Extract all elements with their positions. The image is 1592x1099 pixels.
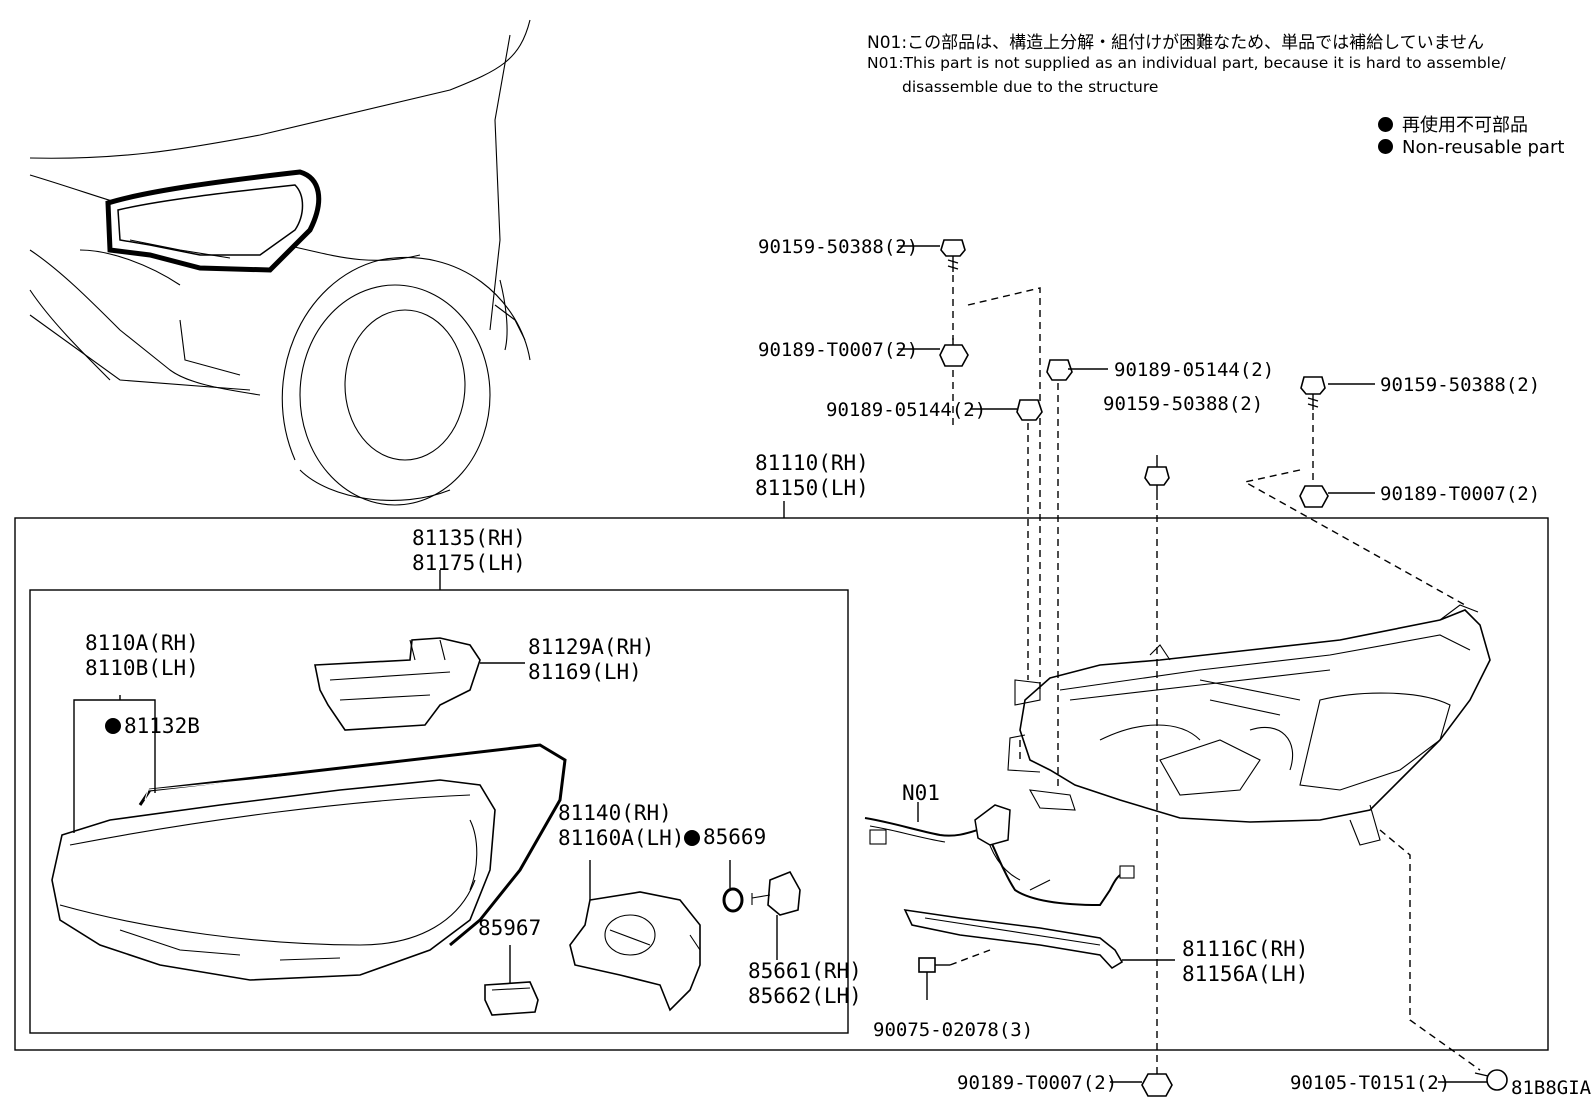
label-clip-right: 90189-05144(2) [1114, 359, 1274, 381]
vehicle-locator-sketch [29, 19, 531, 506]
label-bolt-right: 90159-50388(2) [1380, 374, 1540, 396]
headlamp-lens-drawing [51, 779, 496, 981]
label-clip-left: 90189-05144(2) [826, 399, 986, 421]
label-harness: N01 [902, 781, 940, 805]
note-n01-japanese: N01:この部品は、構造上分解・組付けが困難なため、単品では補給していません [867, 33, 1485, 53]
label-gasket: 81132B [124, 714, 200, 738]
label-unit-rh: 81140(RH) [558, 801, 672, 825]
bulb-drawing [751, 870, 801, 916]
label-nut-top-left: 90189-T0007(2) [758, 339, 918, 361]
housing-subassy-box [29, 589, 849, 1034]
note-n01-english-line1: N01:This part is not supplied as an indi… [867, 54, 1506, 72]
headlamp-assembly-drawing [1007, 604, 1491, 846]
label-garnish-rh: 81116C(RH) [1182, 937, 1308, 961]
clip-left-drawing [1016, 399, 1043, 421]
bolt-top-left-drawing [940, 239, 966, 272]
non-reusable-dot-icon [1378, 117, 1393, 132]
label-assy-lh: 81150(LH) [755, 476, 869, 500]
non-reusable-dot-icon [1378, 139, 1393, 154]
note-n01-english-line2: disassemble due to the structure [902, 78, 1159, 96]
label-unit-lh: 81160A(LH) [558, 826, 684, 850]
label-nut-bottom: 90189-T0007(2) [957, 1072, 1117, 1094]
label-o-ring: 85669 [703, 825, 766, 849]
label-bolt-center: 90159-50388(2) [1103, 393, 1263, 415]
label-bolt-top-left: 90159-50388(2) [758, 236, 918, 258]
garnish-drawing [903, 908, 1124, 970]
label-housing-rh: 81135(RH) [412, 526, 526, 550]
label-bulb-rh: 85661(RH) [748, 959, 862, 983]
label-bulb-lh: 85662(LH) [748, 984, 862, 1008]
gasket-drawing [138, 743, 567, 947]
non-reusable-dot-icon [684, 830, 700, 846]
legend-english-text: Non-reusable part [1402, 137, 1565, 158]
label-socket: 85967 [478, 916, 541, 940]
clip-right-drawing [1046, 359, 1073, 381]
bolt-right-drawing [1300, 376, 1326, 410]
label-screw: 90075-02078(3) [873, 1019, 1033, 1041]
legend-english: Non-reusable part [1378, 137, 1564, 158]
screw-drawing [918, 957, 950, 1000]
vehicle-headlamp-highlight [105, 169, 322, 273]
label-module-rh: 81129A(RH) [528, 635, 654, 659]
figure-code: 81B8GIA [1511, 1077, 1592, 1099]
bolt-center-drawing [1144, 455, 1170, 500]
label-housing-lh: 81175(LH) [412, 551, 526, 575]
label-assy-rh: 81110(RH) [755, 451, 869, 475]
nut-right-drawing [1299, 485, 1329, 508]
label-nut-right: 90189-T0007(2) [1380, 483, 1540, 505]
legend-japanese: 再使用不可部品 [1378, 111, 1528, 137]
label-module-lh: 81169(LH) [528, 660, 642, 684]
label-lens-lh: 8110B(LH) [85, 656, 199, 680]
label-bolt-bottom: 90105-T0151(2) [1290, 1072, 1450, 1094]
nut-top-left-drawing [939, 338, 969, 367]
lamp-unit-drawing [569, 891, 701, 1012]
lamp-module-drawing [314, 637, 481, 731]
label-garnish-lh: 81156A(LH) [1182, 962, 1308, 986]
wire-harness-drawing [864, 804, 1135, 907]
legend-japanese-text: 再使用不可部品 [1402, 115, 1528, 136]
headlamp-assy-box [14, 517, 1549, 1051]
o-ring-drawing [722, 887, 744, 913]
nut-bottom-drawing [1141, 1073, 1173, 1097]
label-lens-rh: 8110A(RH) [85, 631, 199, 655]
non-reusable-dot-icon [105, 718, 121, 734]
bolt-bottom-drawing [1474, 1069, 1508, 1091]
socket-drawing [484, 981, 539, 1016]
